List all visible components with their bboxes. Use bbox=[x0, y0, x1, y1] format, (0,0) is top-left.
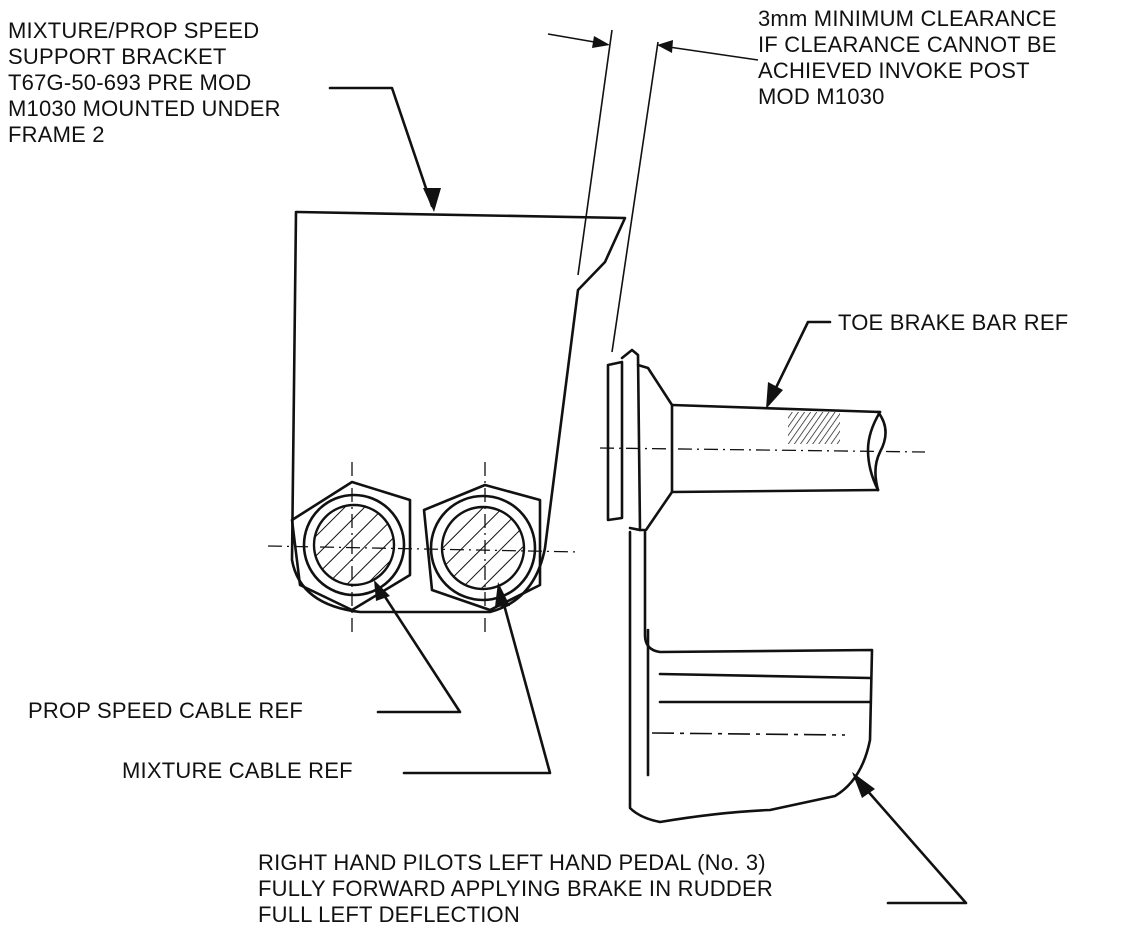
pedal-leader bbox=[852, 772, 968, 905]
bracket-label-line-5: FRAME 2 bbox=[8, 122, 105, 147]
toe-brake-leader bbox=[766, 320, 832, 409]
pedal-label-line-3: FULL LEFT DEFLECTION bbox=[258, 902, 520, 927]
toe-brake-label: TOE BRAKE BAR REF bbox=[838, 310, 1069, 335]
clearance-label-line-4: MOD M1030 bbox=[758, 84, 885, 109]
pedal-label-line-2: FULLY FORWARD APPLYING BRAKE IN RUDDER bbox=[258, 876, 773, 901]
rudder-pedal bbox=[628, 530, 874, 824]
bracket-label: MIXTURE/PROP SPEED SUPPORT BRACKET T67G-… bbox=[8, 18, 281, 148]
bracket-label-line-2: SUPPORT BRACKET bbox=[8, 44, 227, 69]
bracket-label-line-1: MIXTURE/PROP SPEED bbox=[8, 18, 260, 43]
toe-brake-bar bbox=[599, 348, 926, 532]
pedal-label-line-1: RIGHT HAND PILOTS LEFT HAND PEDAL (No. 3… bbox=[258, 850, 766, 875]
clearance-label: 3mm MINIMUM CLEARANCE IF CLEARANCE CANNO… bbox=[758, 6, 1057, 110]
clearance-dimension-arrows bbox=[547, 33, 759, 61]
clearance-label-line-3: ACHIEVED INVOKE POST bbox=[758, 58, 1030, 83]
mixture-cable-nut bbox=[422, 483, 542, 612]
prop-cable-label: PROP SPEED CABLE REF bbox=[28, 698, 304, 723]
pedal-label: RIGHT HAND PILOTS LEFT HAND PEDAL (No. 3… bbox=[258, 850, 773, 928]
cable-centreline-horizontal bbox=[267, 545, 581, 553]
clearance-line-left bbox=[577, 29, 613, 276]
clearance-label-line-2: IF CLEARANCE CANNOT BE bbox=[758, 32, 1057, 57]
mixture-cable-label: MIXTURE CABLE REF bbox=[122, 758, 353, 783]
prop-cable-leader bbox=[374, 580, 462, 714]
bracket-label-line-4: M1030 MOUNTED UNDER bbox=[8, 96, 281, 121]
bracket-label-line-3: T67G-50-693 PRE MOD bbox=[8, 70, 252, 95]
bracket-leader bbox=[328, 86, 441, 212]
mixture-cable-leader bbox=[402, 582, 552, 775]
clearance-line-right bbox=[611, 41, 659, 353]
clearance-label-line-1: 3mm MINIMUM CLEARANCE bbox=[758, 6, 1057, 31]
prop-speed-cable-nut bbox=[290, 480, 412, 612]
